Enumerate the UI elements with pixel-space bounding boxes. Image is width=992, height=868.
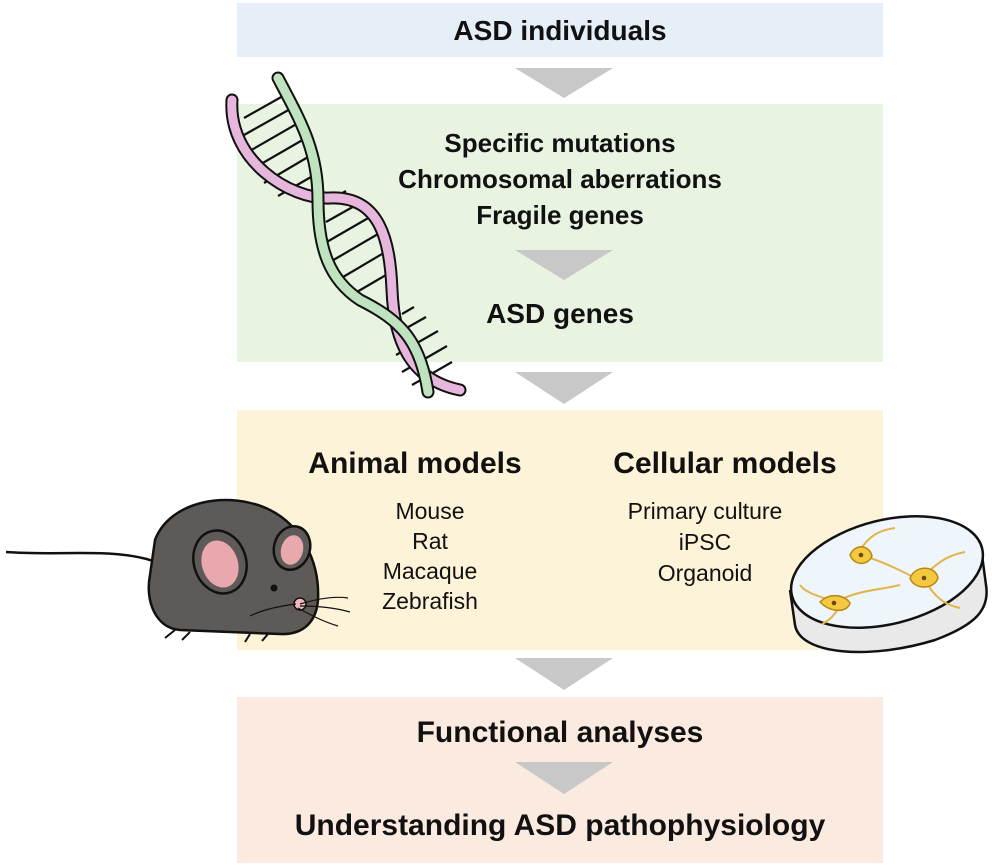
animal-model-item: Zebrafish xyxy=(382,588,478,614)
animal-model-item: Rat xyxy=(412,528,448,554)
animal-model-item: Mouse xyxy=(395,498,465,524)
mutation-item: Fragile genes xyxy=(476,200,644,230)
mutation-item: Specific mutations xyxy=(444,128,676,158)
mutations-list: Specific mutations Chromosomal aberratio… xyxy=(237,125,883,233)
cellular-model-item: Organoid xyxy=(657,560,753,586)
animal-models-heading: Animal models xyxy=(308,447,522,480)
animal-model-item: Macaque xyxy=(382,558,478,584)
animal-models-list: Mouse Rat Macaque Zebrafish xyxy=(330,496,530,616)
mutation-item: Chromosomal aberrations xyxy=(398,164,722,194)
asd-individuals-box xyxy=(237,3,883,57)
understanding-label: Understanding ASD pathophysiology xyxy=(294,809,826,842)
cellular-models-heading: Cellular models xyxy=(613,447,837,480)
dna-helix-icon xyxy=(225,71,467,399)
arrow-down-1 xyxy=(515,68,613,98)
arrow-down-3 xyxy=(515,372,613,404)
cellular-model-item: iPSC xyxy=(678,529,732,555)
arrow-down-5 xyxy=(515,762,613,794)
functional-analyses-label: Functional analyses xyxy=(416,716,704,749)
cellular-models-list: Primary culture iPSC Organoid xyxy=(605,496,805,589)
cellular-model-item: Primary culture xyxy=(627,498,783,524)
mouse-icon xyxy=(5,498,351,643)
arrow-down-4 xyxy=(515,658,613,690)
arrow-down-2 xyxy=(515,250,613,280)
petri-dish-neurons-icon xyxy=(788,515,988,654)
genetics-box xyxy=(237,104,883,362)
asd-genes-label: ASD genes xyxy=(486,298,634,329)
asd-individuals-label: ASD individuals xyxy=(453,15,667,46)
